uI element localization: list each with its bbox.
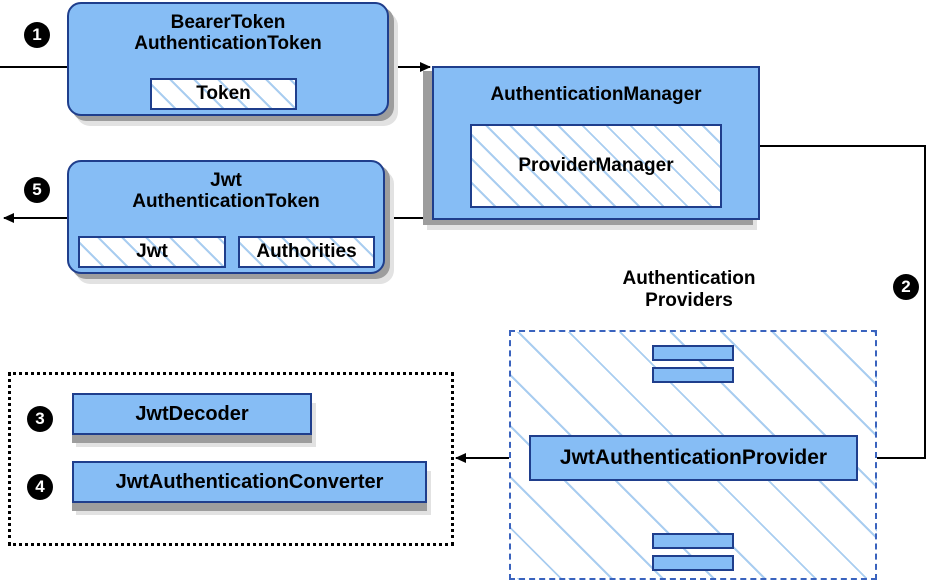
provider-placeholder-bar-top-1 (652, 345, 734, 361)
jwt-token-inner-authorities: Authorities (238, 236, 375, 268)
arrow-manager-to-provider (760, 145, 926, 463)
authentication-providers-label: Authentication Providers (584, 268, 794, 312)
node-jwt-authentication-provider[interactable]: JwtAuthenticationProvider (529, 435, 858, 481)
jwt-token-inner-jwt: Jwt (78, 236, 226, 268)
jwt-provider-title: JwtAuthenticationProvider (559, 446, 828, 470)
jwt-token-title-line1: Jwt (210, 170, 242, 191)
authentication-manager-inner-provider-manager: ProviderManager (470, 124, 722, 208)
jwt-token-title-line2: AuthenticationToken (132, 191, 320, 213)
jwt-token-title: Jwt AuthenticationToken (69, 170, 383, 213)
provider-placeholder-bar-bottom-1 (652, 533, 734, 549)
node-jwt-decoder[interactable]: JwtDecoder (72, 393, 312, 435)
authentication-manager-title: AuthenticationManager (490, 84, 702, 105)
step-badge-3: 3 (27, 406, 53, 432)
bearer-token-title-line2: AuthenticationToken (134, 33, 322, 55)
jwt-support-components-region (8, 372, 454, 546)
step-badge-2: 2 (893, 274, 919, 300)
step-badge-1: 1 (24, 22, 50, 48)
jwt-converter-title: JwtAuthenticationConverter (115, 470, 384, 493)
providers-label-line1: Authentication (622, 268, 756, 289)
bearer-token-title: BearerToken AuthenticationToken (69, 12, 387, 55)
jwt-decoder-title: JwtDecoder (135, 402, 249, 425)
provider-placeholder-bar-bottom-2 (652, 555, 734, 571)
node-bearer-token-authentication-token[interactable]: BearerToken AuthenticationToken (67, 2, 389, 116)
step-badge-4: 4 (27, 474, 53, 500)
bearer-token-inner-token: Token (150, 78, 297, 110)
step-badge-5: 5 (24, 177, 50, 203)
providers-label-line2: Providers (645, 289, 733, 311)
node-jwt-authentication-converter[interactable]: JwtAuthenticationConverter (72, 461, 427, 503)
bearer-token-title-line1: BearerToken (170, 12, 286, 33)
provider-placeholder-bar-top-2 (652, 367, 734, 383)
